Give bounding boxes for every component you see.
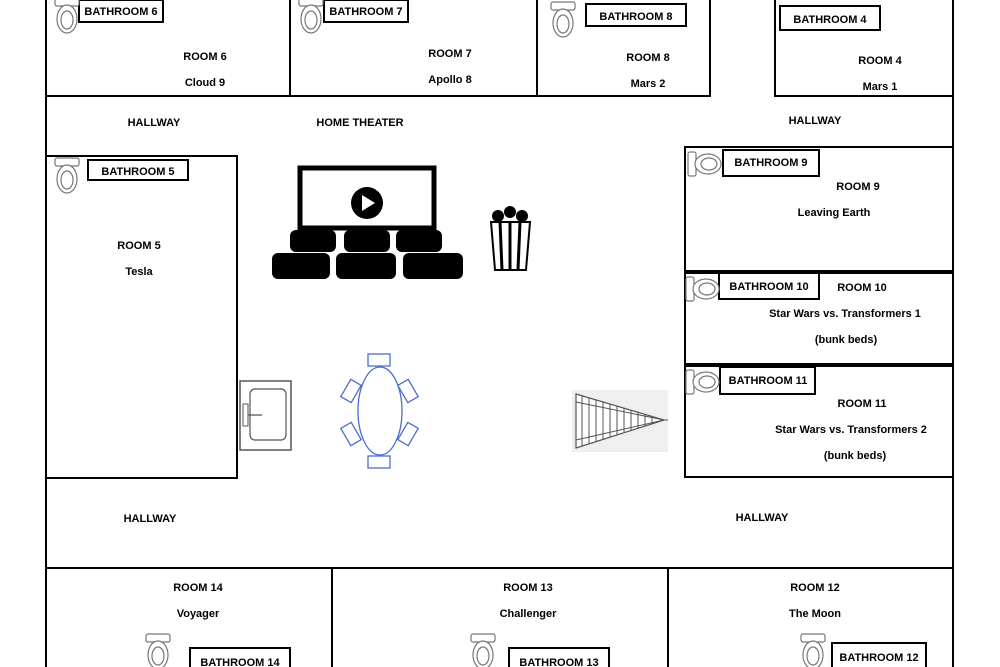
hallway-top-right-label: HALLWAY — [789, 115, 842, 127]
toilet-icon — [685, 369, 720, 395]
toilet-icon — [298, 0, 324, 34]
room-13: ROOM 13 Challenger BATHROOM 13 — [332, 567, 669, 667]
room-9-label: ROOM 9 — [836, 181, 879, 193]
room-7-label: ROOM 7 — [428, 48, 471, 60]
home-theater-label: HOME THEATER — [316, 117, 403, 129]
dining-table-icon — [339, 353, 420, 469]
toilet-icon — [54, 0, 80, 34]
toilet-icon — [800, 633, 826, 667]
bathroom-11-box — [719, 366, 816, 395]
theater-screen-icon — [297, 165, 437, 231]
bathroom-4-box — [779, 5, 881, 31]
bathroom-7-box — [323, 0, 409, 23]
staircase-icon — [572, 390, 668, 452]
room-13-label: ROOM 13 — [503, 582, 553, 594]
room-9: BATHROOM 9 ROOM 9 Leaving Earth — [684, 146, 954, 272]
room-7: BATHROOM 7 ROOM 7 Apollo 8 — [290, 0, 538, 97]
bathroom-9-label: BATHROOM 9 — [734, 157, 807, 169]
room-7-name: Apollo 8 — [428, 74, 471, 86]
room-12-name: The Moon — [789, 608, 841, 620]
bathroom-6-label: BATHROOM 6 — [84, 6, 157, 18]
room-4-label: ROOM 4 — [858, 55, 902, 67]
toilet-icon — [54, 157, 80, 194]
room-12-label: ROOM 12 — [790, 582, 840, 594]
toilet-icon — [685, 276, 720, 302]
room-14-name: Voyager — [177, 608, 220, 620]
room-12: ROOM 12 The Moon BATHROOM 12 — [668, 567, 953, 667]
bathroom-13-label: BATHROOM 13 — [519, 657, 598, 667]
room-5-label: ROOM 5 — [117, 240, 160, 252]
theater-seats-icon — [272, 230, 463, 279]
room-5: BATHROOM 5 ROOM 5 Tesla — [45, 155, 238, 479]
bathroom-8-label: BATHROOM 8 — [599, 11, 672, 23]
bathroom-11-label: BATHROOM 11 — [729, 375, 808, 387]
toilet-icon — [470, 633, 496, 667]
bathroom-12-box — [831, 642, 927, 667]
room-6: BATHROOM 6 ROOM 6 Cloud 9 — [46, 0, 291, 97]
bathroom-4-label: BATHROOM 4 — [793, 14, 867, 26]
bathroom-10-label: BATHROOM 10 — [729, 281, 808, 293]
room-13-name: Challenger — [500, 608, 558, 620]
room-14-label: ROOM 14 — [173, 582, 223, 594]
bathroom-14-box — [189, 647, 291, 667]
bathroom-13-box — [508, 647, 610, 667]
popcorn-icon — [489, 206, 532, 271]
room-11: BATHROOM 11 ROOM 11 Star Wars vs. Transf… — [684, 365, 954, 478]
bathroom-6-box — [78, 0, 164, 23]
bathroom-5-label: BATHROOM 5 — [101, 166, 174, 178]
hallway-bottom-right-label: HALLWAY — [736, 512, 789, 524]
bathroom-14-label: BATHROOM 14 — [200, 657, 280, 667]
hallway-top-left-label: HALLWAY — [128, 117, 181, 129]
room-10: BATHROOM 10 ROOM 10 Star Wars vs. Transf… — [684, 272, 954, 365]
room-10-label: ROOM 10 — [837, 282, 887, 294]
room-8: BATHROOM 8 ROOM 8 Mars 2 — [537, 0, 711, 97]
room-5-name: Tesla — [125, 266, 153, 278]
toilet-icon — [145, 633, 171, 667]
room-11-name: Star Wars vs. Transformers 2 — [775, 424, 927, 436]
room-6-label: ROOM 6 — [183, 51, 226, 63]
room-9-name: Leaving Earth — [798, 207, 871, 219]
bathroom-5-box — [87, 159, 189, 181]
toilet-icon — [687, 151, 722, 177]
room-10-name: Star Wars vs. Transformers 1 — [769, 308, 921, 320]
sink-icon — [239, 380, 292, 451]
room-14: ROOM 14 Voyager BATHROOM 14 — [46, 567, 333, 667]
bathroom-8-box — [585, 3, 687, 27]
room-11-note: (bunk beds) — [824, 450, 887, 462]
bathroom-12-label: BATHROOM 12 — [839, 652, 918, 664]
room-10-note: (bunk beds) — [815, 334, 878, 346]
room-8-label: ROOM 8 — [626, 52, 669, 64]
room-4: BATHROOM 4 ROOM 4 Mars 1 — [774, 0, 953, 97]
room-4-name: Mars 1 — [863, 81, 898, 93]
room-8-name: Mars 2 — [631, 78, 666, 90]
hallway-bottom-left-label: HALLWAY — [124, 513, 177, 525]
toilet-icon — [550, 1, 576, 38]
bathroom-10-box — [718, 272, 820, 300]
room-11-label: ROOM 11 — [838, 398, 887, 410]
bathroom-9-box — [722, 149, 820, 177]
room-6-name: Cloud 9 — [185, 77, 225, 89]
bathroom-7-label: BATHROOM 7 — [329, 6, 402, 18]
